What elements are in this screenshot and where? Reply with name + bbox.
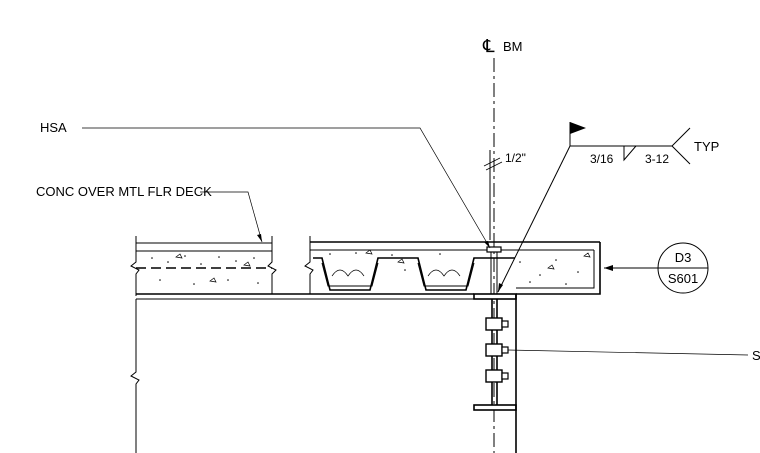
section-callout: D3 S601 (604, 242, 709, 294)
callout-detail-number: D3 (675, 250, 692, 265)
centerline-label: BM (503, 39, 523, 54)
spacing-label: 1/2" (505, 151, 526, 165)
right-slab (304, 236, 601, 295)
field-weld-flag-icon (570, 122, 586, 134)
steel-beam (473, 293, 517, 453)
supporting-wall (130, 293, 474, 453)
fillet-weld-icon (623, 145, 637, 162)
weld-size-label: 3/16 (590, 152, 614, 166)
weld-length-label: 3-12 (645, 152, 669, 166)
bolt-group (485, 317, 509, 383)
hsa-label: HSA (40, 120, 67, 135)
bolt-leader: S (507, 348, 760, 363)
callout-sheet-number: S601 (668, 271, 698, 286)
left-slab (130, 236, 277, 296)
spacing-dimension: 1/2" (483, 150, 526, 240)
centerline-symbol: ℄ (482, 36, 495, 56)
centerline-glyph: ℄ (482, 36, 495, 56)
right-slab-stipple (329, 249, 591, 285)
hsa-callout: HSA (40, 120, 491, 249)
left-slab-stipple (151, 253, 259, 285)
weld-note-label: TYP (694, 139, 719, 154)
headed-stud-anchor (486, 246, 502, 294)
deck-callout: CONC OVER MTL FLR DECK (36, 184, 263, 243)
deck-label: CONC OVER MTL FLR DECK (36, 184, 212, 199)
right-label: S (752, 348, 760, 363)
weld-symbol: 3/16 3-12 TYP (497, 122, 719, 293)
